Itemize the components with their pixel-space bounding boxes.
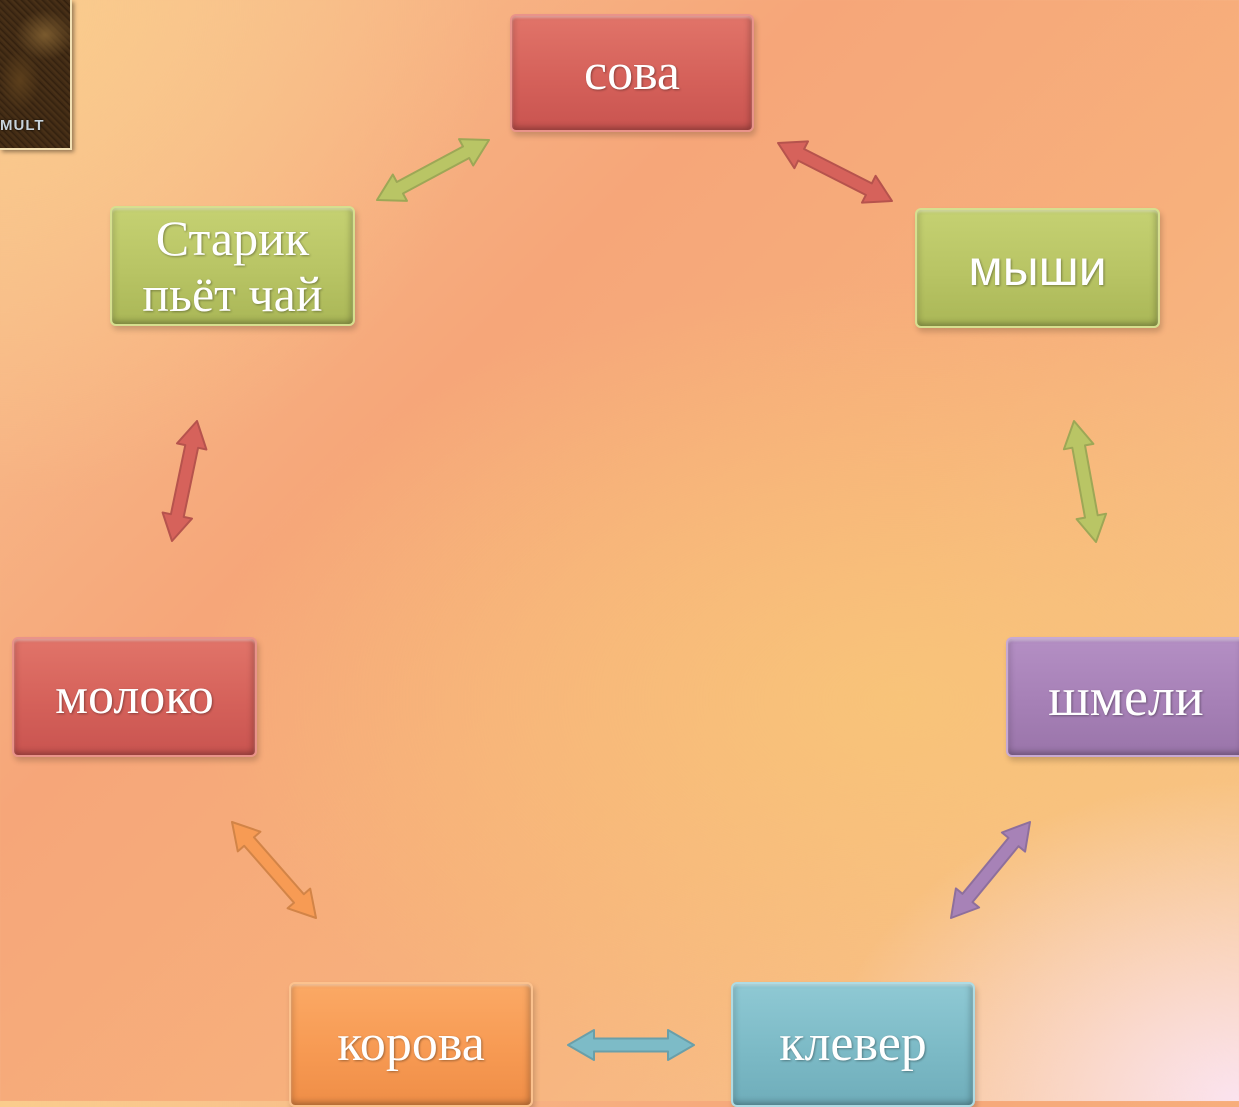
cartoon-thumbnail-image[interactable]: MULT: [0, 0, 72, 150]
node-sova: сова: [510, 14, 754, 132]
node-moloko-label: молоко: [55, 667, 214, 725]
node-starik-label: Старик пьёт чай: [142, 210, 323, 322]
node-moloko: молоко: [12, 637, 257, 757]
arrow-korova-moloko: [231, 821, 317, 919]
node-myshi: мыши: [915, 208, 1160, 328]
node-myshi-label: мыши: [968, 240, 1107, 296]
node-sova-label: сова: [583, 43, 681, 101]
node-klever: клевер: [731, 982, 975, 1107]
arrow-sova-myshi: [777, 140, 893, 204]
node-korova-label: корова: [337, 1015, 485, 1073]
node-shmeli: шмели: [1006, 637, 1239, 757]
arrow-shmeli-klever: [950, 821, 1031, 919]
arrow-myshi-shmeli: [1062, 420, 1108, 543]
thumbnail-logo-text: MULT: [0, 117, 45, 134]
arrow-klever-korova: [567, 1029, 695, 1061]
node-shmeli-label: шмели: [1048, 666, 1204, 727]
node-klever-label: клевер: [779, 1015, 927, 1073]
arrow-starik-sova: [376, 138, 490, 202]
node-korova: корова: [289, 982, 533, 1107]
arrow-moloko-starik: [161, 420, 208, 542]
node-starik: Старик пьёт чай: [110, 206, 355, 326]
